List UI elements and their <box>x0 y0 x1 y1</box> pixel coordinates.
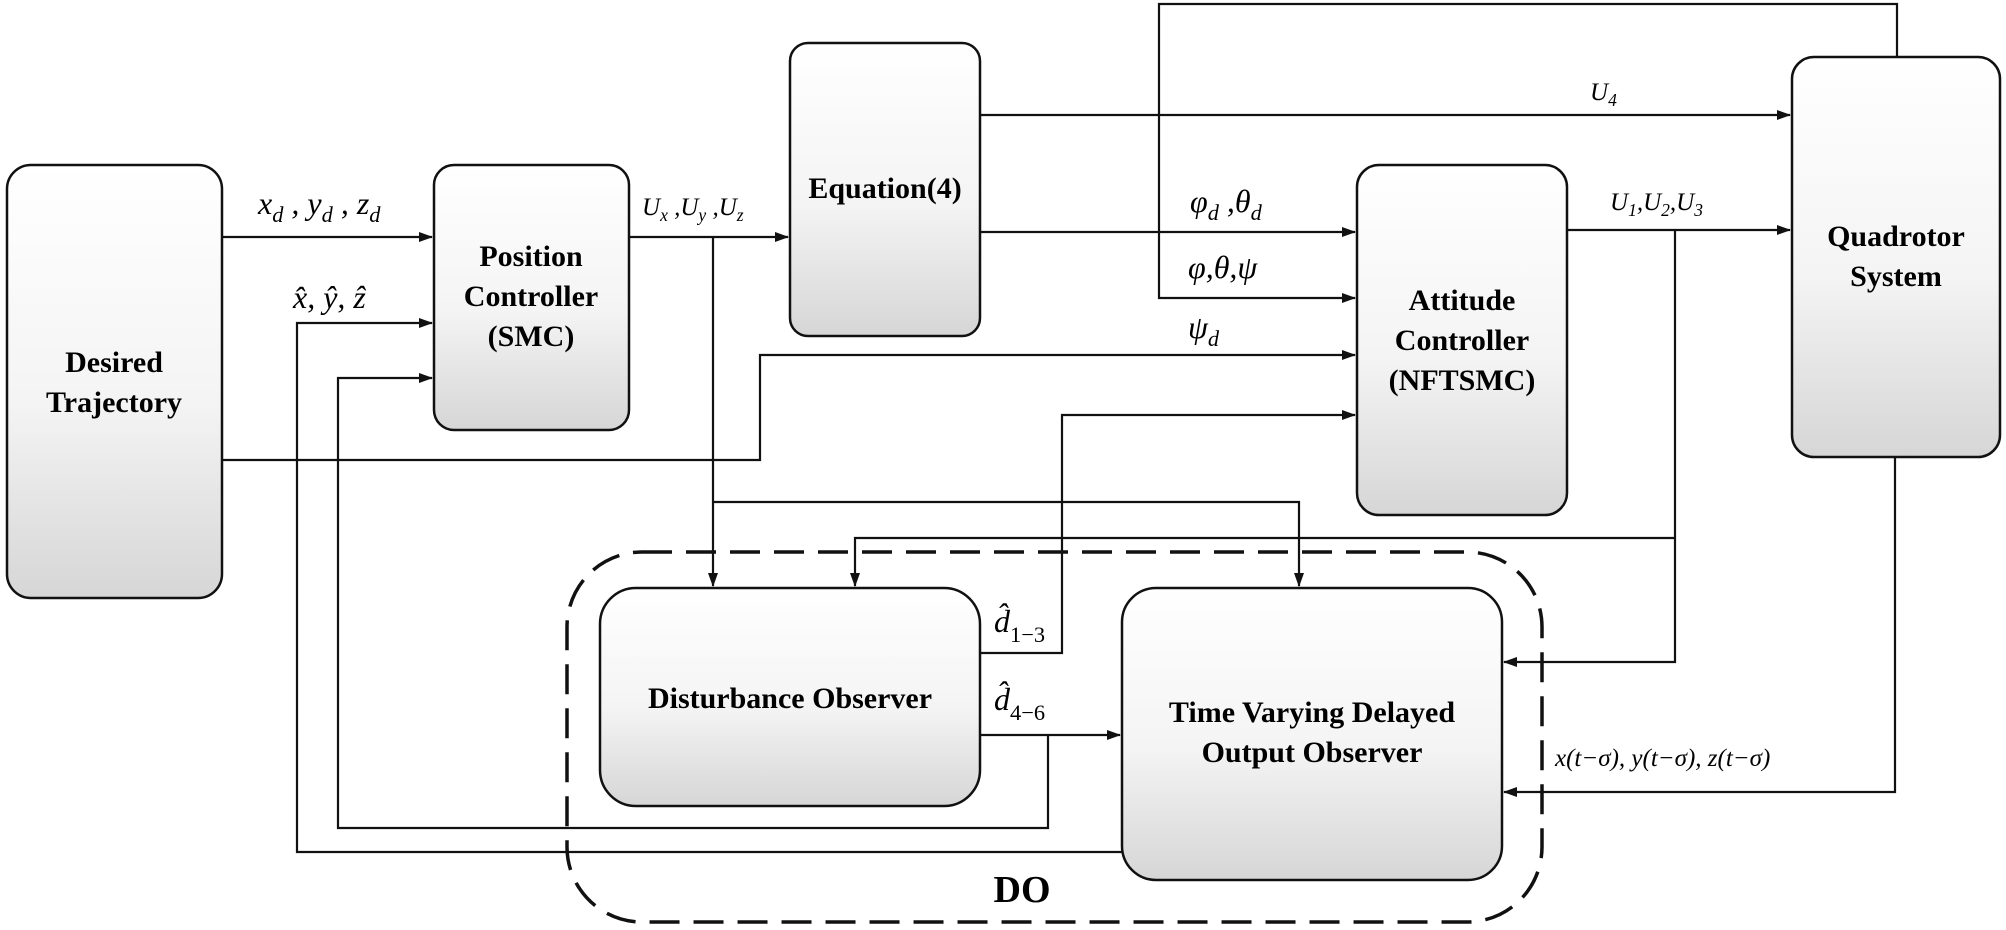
signal-phi-theta-psi: φ,θ,ψ <box>1188 249 1258 285</box>
signal-delayed-outputs: x(t−σ), y(t−σ), z(t−σ) <box>1554 745 1770 772</box>
svg-text:Desired: Desired <box>65 346 163 379</box>
desired-trajectory-block: Desired Trajectory <box>5 163 224 600</box>
signal-u4: U4 <box>1590 79 1617 110</box>
equation-block: Equation(4) <box>788 41 982 338</box>
svg-text:Controller: Controller <box>1395 324 1529 357</box>
svg-text:Time Varying Delayed: Time Varying Delayed <box>1169 696 1455 729</box>
wire-dhat46-to-position <box>336 373 1050 830</box>
wire-u123-to-disturbance-observer <box>850 536 1675 587</box>
svg-text:Trajectory: Trajectory <box>46 386 182 419</box>
signal-phi-theta-d: φd ,θd <box>1190 183 1263 225</box>
do-group-label: DO <box>994 869 1051 911</box>
svg-text:Quadrotor: Quadrotor <box>1827 220 1965 253</box>
svg-text:Equation(4): Equation(4) <box>808 172 961 205</box>
svg-text:Disturbance Observer: Disturbance Observer <box>648 682 932 715</box>
svg-text:Position: Position <box>479 240 583 273</box>
wire-estimates-to-position <box>295 318 1122 854</box>
wire-u123-to-tvdoo <box>1503 230 1677 667</box>
svg-text:(NFTSMC): (NFTSMC) <box>1389 364 1536 397</box>
wire-u-to-tvdoo <box>713 500 1304 587</box>
svg-text:Output Observer: Output Observer <box>1202 736 1423 769</box>
svg-text:System: System <box>1850 260 1942 293</box>
attitude-controller-block: Attitude Controller (NFTSMC) <box>1355 163 1569 517</box>
position-controller-block: Position Controller (SMC) <box>432 163 631 432</box>
disturbance-observer-block: Disturbance Observer <box>598 586 982 808</box>
wire-desired-psi-to-attitude <box>222 350 1356 462</box>
signal-desired-xyz: xd , yd , zd <box>257 185 381 227</box>
wires <box>222 2 1899 854</box>
wire-quadrotor-attitude-feedback <box>1157 2 1899 303</box>
signal-dhat-13: d̂1−3 <box>994 603 1045 647</box>
tvdoo-block: Time Varying Delayed Output Observer <box>1120 586 1504 882</box>
signal-estimated-xyz: x̂, ŷ, ẑ <box>292 279 366 315</box>
wire-delayed-outputs-to-tvdoo <box>1503 457 1897 797</box>
signal-u123: U1,U2,U3 <box>1610 189 1703 220</box>
do-group-boundary <box>565 550 1544 924</box>
svg-text:(SMC): (SMC) <box>488 320 575 353</box>
signal-u-xyz: Ux ,Uy ,Uz <box>642 194 744 225</box>
signal-psi-d: ψd <box>1188 309 1220 351</box>
svg-text:Controller: Controller <box>464 280 598 313</box>
quadrotor-system-block: Quadrotor System <box>1790 55 2002 459</box>
svg-text:Attitude: Attitude <box>1409 284 1516 317</box>
signal-dhat-46: d̂4−6 <box>994 681 1045 725</box>
wire-dhat13-to-attitude <box>980 410 1356 655</box>
